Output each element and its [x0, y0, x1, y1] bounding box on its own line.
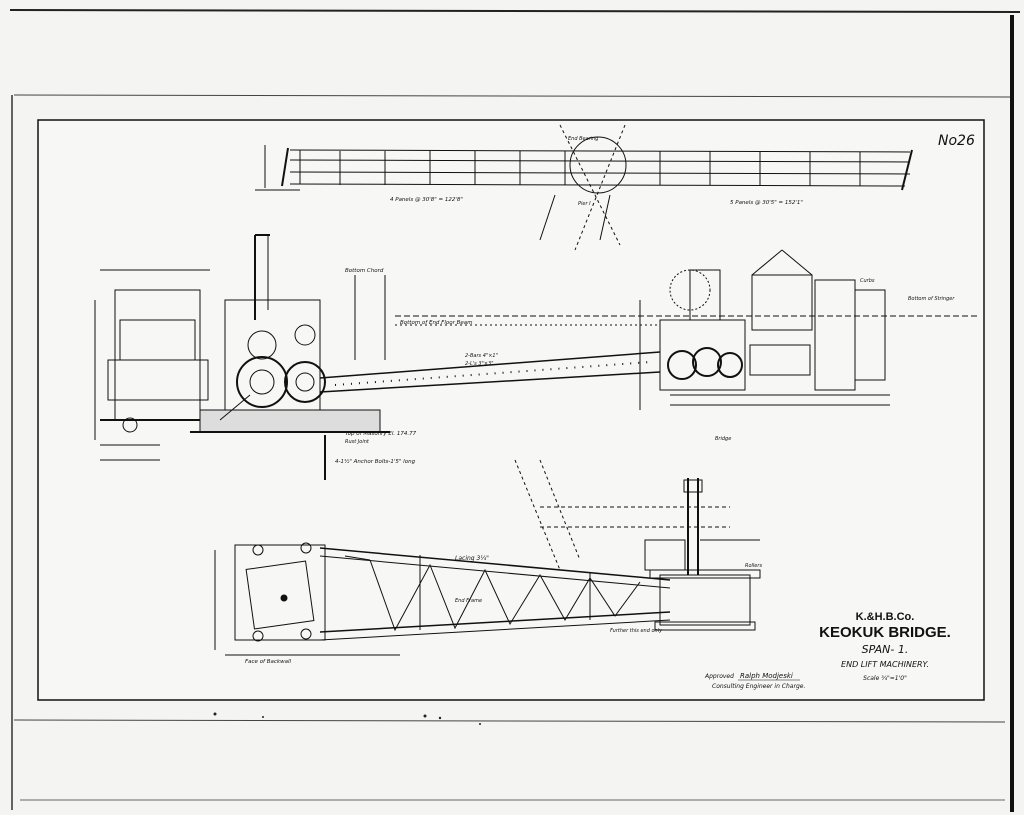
- title-company: K.&H.B.Co.: [856, 611, 915, 623]
- end-frame-view: [214, 459, 761, 656]
- label-bottom-end-floor-beam: Bottom of End Floor Beam: [400, 320, 473, 326]
- label-curbs: Curbs: [860, 278, 875, 284]
- label-end-bearing: End Bearing: [568, 136, 598, 142]
- title-scale: Scale ¾"=1'0": [863, 675, 907, 682]
- label-rollers: Rollers: [745, 563, 762, 569]
- label-further: Further this end only: [610, 628, 663, 634]
- truss-plan-view: [255, 124, 913, 251]
- label-bars: 2-Bars 4"×1": [465, 353, 498, 359]
- label-bottom-chord: Bottom Chord: [345, 268, 384, 274]
- margin-specks: [213, 712, 481, 725]
- label-pier: Pier I: [578, 201, 591, 207]
- drawing-border: [37, 119, 985, 701]
- label-bottom-stringer: Bottom of Stringer: [908, 296, 955, 302]
- approval-signature: Ralph Modjeski: [740, 672, 793, 680]
- label-angles: 2-L's 3"×3": [465, 361, 494, 367]
- label-panels-left: 4 Panels @ 30'8" = 122'8": [390, 197, 463, 203]
- label-rust-joint: Rust Joint: [345, 439, 370, 445]
- title-bridge: KEOKUK BRIDGE.: [819, 624, 951, 641]
- approved-label: Approved: [704, 673, 734, 680]
- sheet-number: No26: [938, 133, 975, 149]
- title-block: K.&H.B.Co. KEOKUK BRIDGE. SPAN- 1. END L…: [819, 611, 951, 682]
- title-span: SPAN- 1.: [862, 643, 909, 656]
- label-end-frame: End Frame: [455, 598, 482, 604]
- label-top-masonry: Top of Masonry El. 174.77: [345, 431, 417, 437]
- label-anchor-bolts: 4-1½" Anchor Bolts-1'5" long: [335, 458, 416, 465]
- label-face-backwall: Face of Backwall: [245, 659, 291, 665]
- approval-block: Approved Ralph Modjeski Consulting Engin…: [704, 672, 805, 690]
- title-drawing: END LIFT MACHINERY.: [841, 660, 929, 669]
- label-bridge: Bridge: [715, 436, 731, 442]
- label-panels-right: 5 Panels @ 30'5" = 152'1": [730, 200, 803, 206]
- machinery-elevation: [94, 234, 980, 480]
- approval-role: Consulting Engineer in Charge.: [712, 683, 805, 690]
- label-lacing: Lacing 3¼": [455, 555, 489, 562]
